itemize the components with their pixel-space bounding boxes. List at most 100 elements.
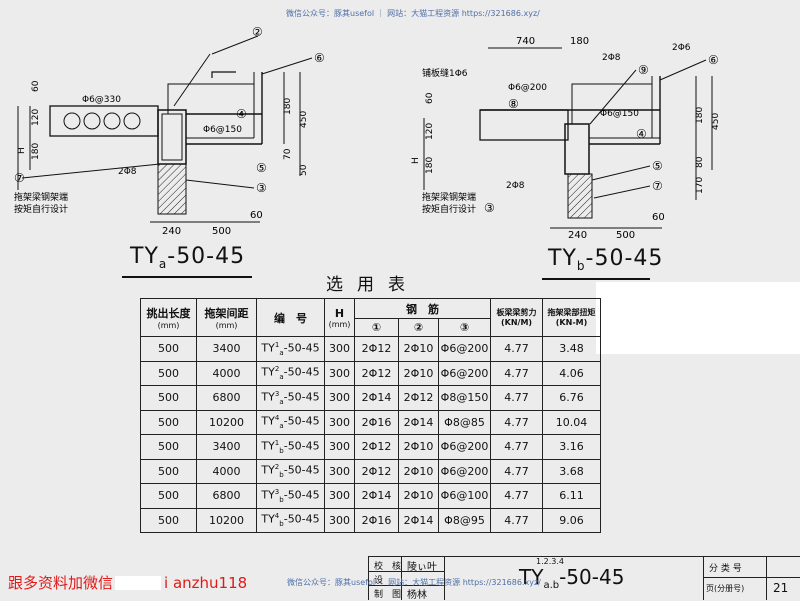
label-bottom-bars-right: 2Φ8: [506, 181, 525, 191]
cell-shear: 4.77: [490, 385, 544, 411]
dim-50: 50: [299, 164, 309, 176]
cell-rebar-1: 2Φ12: [354, 434, 399, 460]
callout-5: ⑤: [256, 161, 267, 175]
cell-rebar-2: 2Φ10: [398, 360, 439, 386]
cell-rebar-3: Φ6@200: [437, 458, 492, 484]
header-shear: 板梁梁剪力(KN/M): [490, 298, 544, 337]
cell-rebar-1: 2Φ14: [354, 483, 399, 509]
cell-length: 500: [140, 434, 197, 460]
cell-span: 3400: [196, 434, 257, 460]
cell-span: 10200: [196, 507, 257, 533]
cell-h: 300: [324, 409, 355, 435]
ad-banner: 跟多资料加微信 i anzhu118: [8, 572, 247, 593]
dim-60-bottom-right: 60: [652, 212, 665, 223]
note-1: 拖架梁钢架端: [14, 191, 68, 203]
left-detail-title: TYa-50-45: [130, 244, 246, 271]
header-torque: 拖架梁部扭矩(KN-M): [542, 298, 602, 337]
header-code: 编 号: [256, 298, 325, 337]
label-top-bars-2: 2Φ6: [672, 43, 691, 53]
ad-text: 跟多资料加微信: [8, 574, 114, 592]
tb-volume-label: 页(分册号): [706, 584, 745, 593]
cell-length: 500: [140, 360, 197, 386]
cell-h: 300: [324, 507, 355, 533]
cell-rebar-2: 2Φ14: [398, 507, 439, 533]
right-title-underline: [542, 278, 650, 280]
cell-code: TY3b-50-45: [256, 483, 325, 509]
cell-shear: 4.77: [490, 360, 544, 386]
tb-sig-draw: 杨林: [407, 590, 427, 601]
cell-rebar-1: 2Φ16: [354, 409, 399, 435]
header-h: H(mm): [324, 298, 355, 337]
cell-code: TY1b-50-45: [256, 434, 325, 460]
label-top-bar-right: Φ6@200: [508, 83, 547, 93]
cell-code: TY4b-50-45: [256, 507, 325, 533]
note-2-right: 按矩自行设计: [422, 203, 476, 215]
callout-2: ②: [252, 25, 263, 39]
cell-h: 300: [324, 336, 355, 362]
cell-rebar-1: 2Φ12: [354, 360, 399, 386]
selection-table: 挑出长度(mm) 拖架间距(mm) 编 号 H(mm) 钢 筋 板梁梁剪力(KN…: [140, 298, 602, 533]
dim-60: 60: [31, 80, 41, 92]
callout-3: ③: [256, 181, 267, 195]
dim-740: 740: [516, 36, 535, 47]
dim-120-right: 120: [425, 123, 435, 140]
cell-torque: 10.04: [542, 409, 602, 435]
callout-4-right: ④: [636, 127, 647, 141]
label-stirrup-right: Φ6@150: [600, 109, 639, 119]
cell-rebar-3: Φ8@85: [437, 409, 492, 435]
callout-3-right: ③: [484, 201, 495, 215]
cell-torque: 6.11: [542, 483, 602, 509]
header-rebar: 钢 筋: [353, 298, 492, 319]
dim-500-right: 500: [616, 230, 635, 240]
cell-rebar-3: Φ6@200: [437, 434, 492, 460]
dim-60-right: 60: [425, 92, 435, 104]
callout-7: ⑦: [14, 171, 25, 185]
cell-h: 300: [324, 434, 355, 460]
header-rebar-1: ①: [354, 318, 399, 337]
cell-torque: 9.06: [542, 507, 602, 533]
cell-shear: 4.77: [490, 458, 544, 484]
tb-sig-check: 陵ぃ叶: [407, 562, 437, 573]
cell-shear: 4.77: [490, 409, 544, 435]
callout-5-right: ⑤: [652, 159, 663, 173]
cell-rebar-2: 2Φ14: [398, 409, 439, 435]
cell-rebar-2: 2Φ10: [398, 336, 439, 362]
tb-category-label: 分 类 号: [709, 564, 742, 574]
dim-180-right: 180: [695, 107, 705, 124]
ad-wechat-id: i anzhu118: [164, 574, 248, 592]
cell-span: 6800: [196, 385, 257, 411]
dim-170: 170: [695, 177, 705, 194]
dim-180: 180: [283, 98, 293, 115]
cell-rebar-1: 2Φ12: [354, 458, 399, 484]
label-slab-note: 铺板缝1Φ6: [422, 67, 468, 79]
callout-4: ④: [236, 107, 247, 121]
cell-torque: 3.16: [542, 434, 602, 460]
cell-torque: 4.06: [542, 360, 602, 386]
cell-h: 300: [324, 360, 355, 386]
dim-h-right: H: [411, 157, 421, 164]
callout-6: ⑥: [314, 51, 325, 65]
cell-length: 500: [140, 409, 197, 435]
dim-80: 80: [695, 156, 705, 168]
callout-6-right: ⑥: [708, 53, 719, 67]
callout-8: ⑧: [508, 97, 519, 111]
cell-h: 300: [324, 483, 355, 509]
cell-torque: 6.76: [542, 385, 602, 411]
header-rebar-2: ②: [398, 318, 439, 337]
cell-rebar-3: Φ6@100: [437, 483, 492, 509]
cell-length: 500: [140, 336, 197, 362]
header-span: 拖架间距(mm): [196, 298, 257, 337]
dim-240-right: 240: [568, 230, 587, 240]
dim-180-left: 180: [31, 143, 41, 160]
cell-h: 300: [324, 385, 355, 411]
tb-page-number: 21: [773, 581, 789, 595]
cell-shear: 4.77: [490, 507, 544, 533]
cell-rebar-3: Φ8@95: [437, 507, 492, 533]
dim-450: 450: [299, 111, 309, 128]
